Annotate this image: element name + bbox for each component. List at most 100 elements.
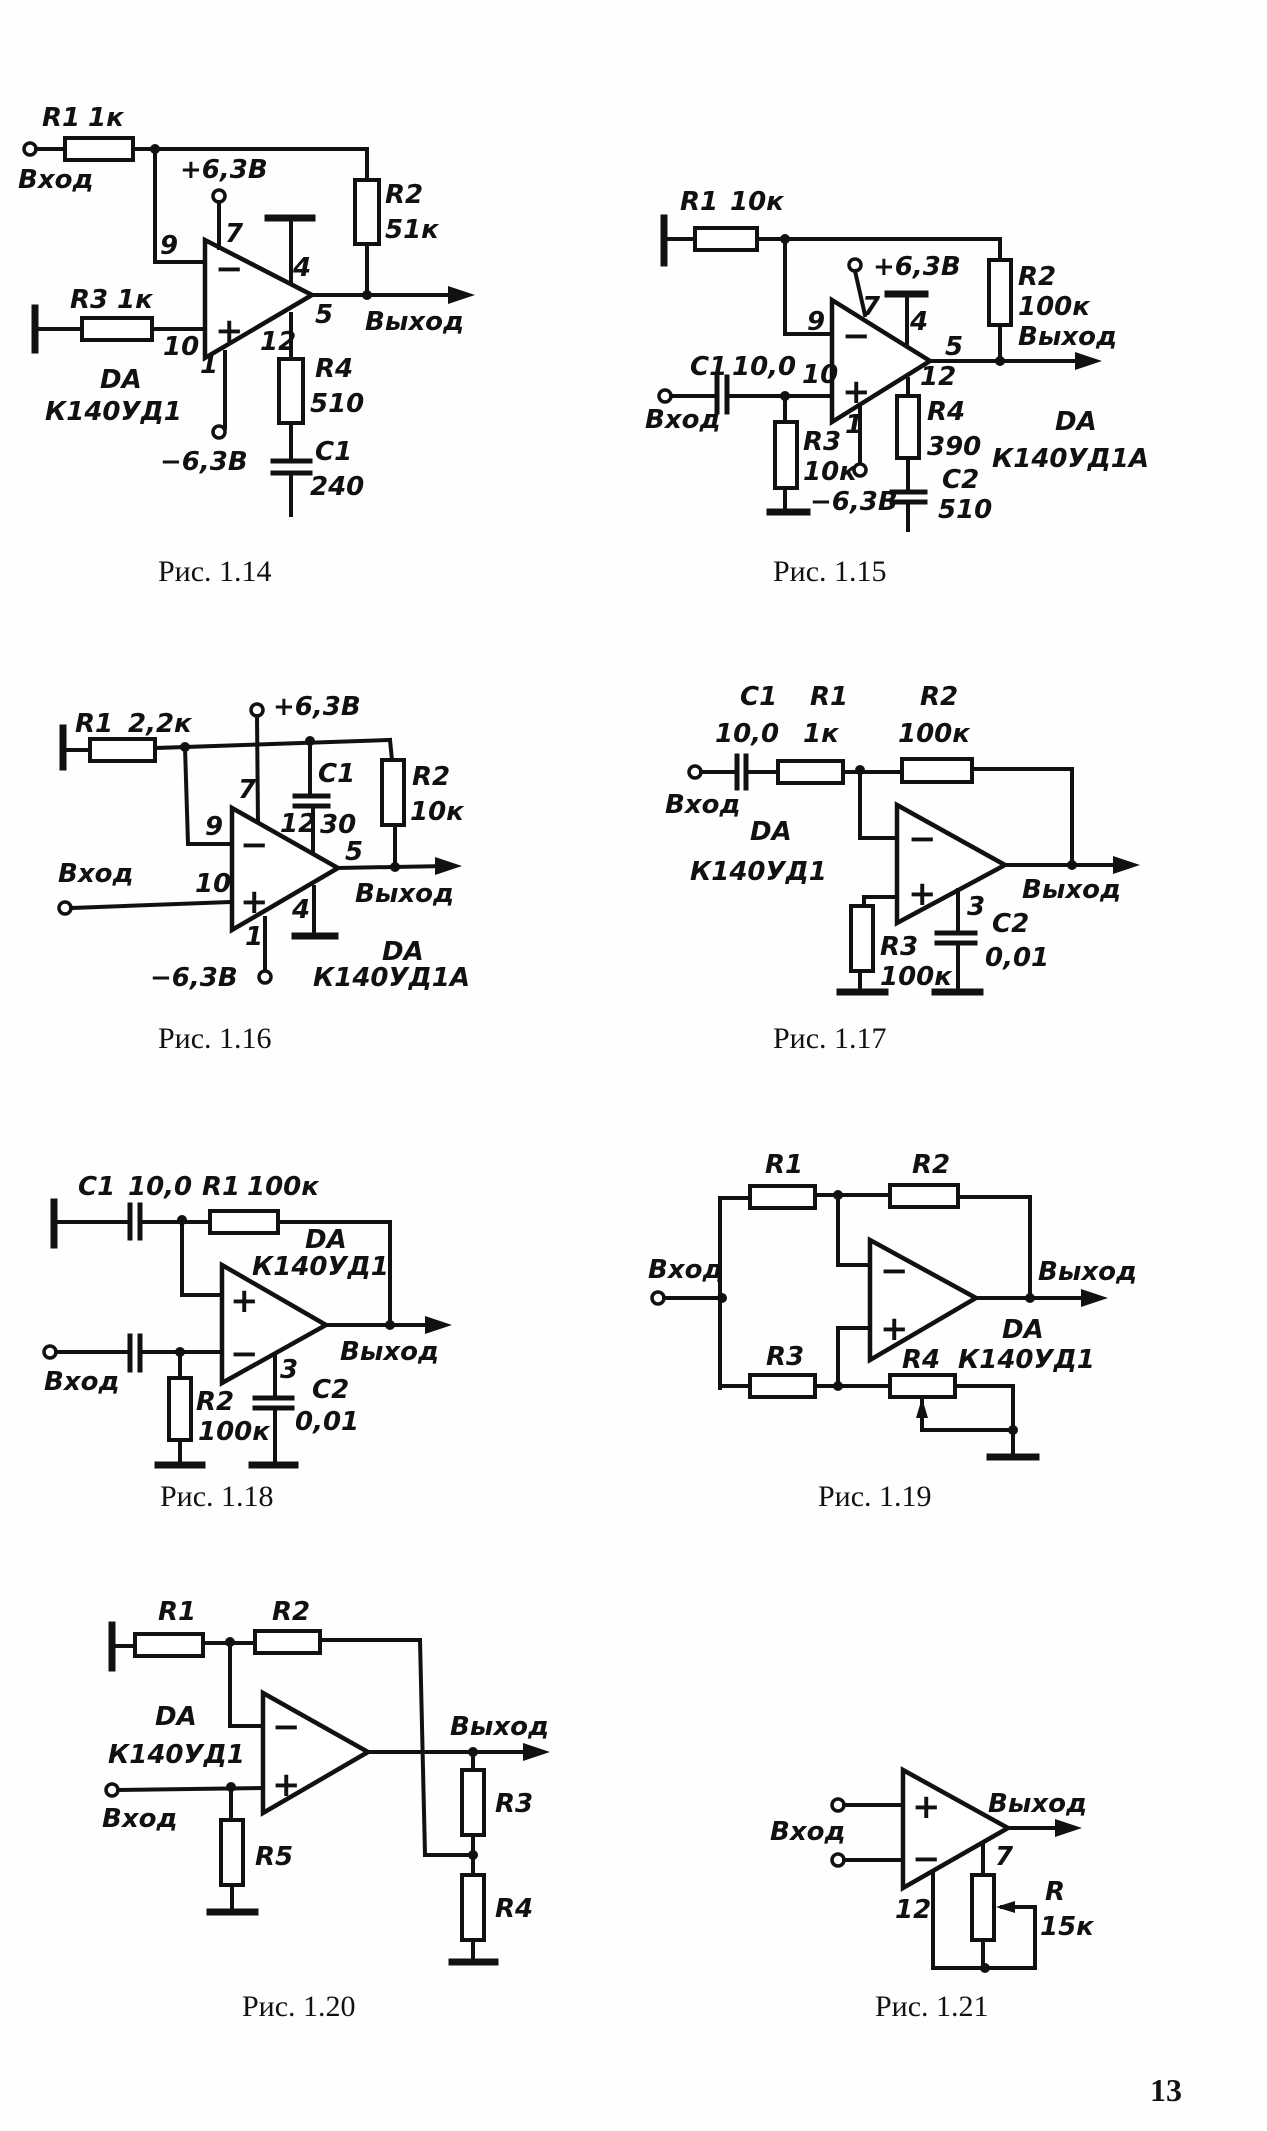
schematic-label: 100к [1018, 292, 1091, 322]
schematic-label: −6,3В [810, 487, 898, 517]
figure-caption-1-18: Рис. 1.18 [160, 1480, 274, 1513]
resistor [219, 1818, 245, 1887]
opamp-triangle [202, 236, 317, 362]
schematic-label: R4 [495, 1894, 533, 1924]
schematic-label: Выход [1022, 875, 1121, 905]
schematic-label: 2,2к [128, 709, 193, 739]
arrow-icon [425, 1316, 452, 1334]
resistor [460, 1768, 486, 1837]
schematic-label: −6,3В [150, 963, 238, 993]
schematic-label: 1к [803, 719, 840, 749]
resistor [253, 1629, 322, 1655]
schematic-label: + [912, 1787, 941, 1827]
schematic-label: Вход [665, 790, 740, 820]
schematic-label: К140УД1А [313, 963, 470, 993]
opamp-triangle [829, 295, 935, 427]
schematic-label: R2 [412, 762, 450, 792]
schematic-label: 0,01 [985, 943, 1049, 973]
output-arrow [448, 286, 475, 304]
resistor [888, 1183, 960, 1209]
supply-negative-label: −6,3В [160, 447, 248, 477]
schematic-label: R2 [920, 682, 958, 712]
schematic-label: − [215, 249, 244, 289]
schematic-label: − [272, 1707, 301, 1747]
schematic-label: 240 [310, 472, 364, 502]
schematic-label: 0,01 [295, 1407, 359, 1437]
resistor [460, 1873, 486, 1942]
opamp-triangle [867, 1236, 981, 1364]
figure-1-18-schematic: + − C1 10,0 R1 100к DA К140УД1 Выход Вхо… [42, 1172, 452, 1469]
schematic-label: 390 [927, 432, 981, 462]
input-label: Вход [18, 165, 93, 195]
schematic-label: 5 [945, 332, 963, 362]
schematic-label: Выход [355, 879, 454, 909]
schematic-label: R1 [75, 709, 113, 739]
schematic-label: 10 [195, 869, 231, 899]
schematic-label: 1к [117, 285, 154, 315]
schematic-label: Выход [450, 1712, 549, 1742]
schematic-label: − [240, 825, 269, 865]
figure-1-20-schematic: − + R1 R2 DA К140УД1 Вход Выход R3 R4 R5 [102, 1597, 550, 1966]
schematic-label: R [1045, 1877, 1065, 1907]
schematic-label: 7 [995, 1842, 1014, 1872]
schematic-label: + [215, 311, 244, 351]
schematic-label: 1 [200, 350, 218, 380]
wire [335, 863, 448, 871]
schematic-label: − [230, 1334, 259, 1374]
schematic-label: 12 [895, 1895, 931, 1925]
schematic-label: + [240, 882, 269, 922]
arrow-icon [916, 1398, 928, 1418]
schematic-label: − [880, 1251, 909, 1291]
resistor [888, 1373, 957, 1399]
schematic-label: R4 [927, 397, 965, 427]
opamp-triangle [229, 804, 343, 934]
figure-caption-1-21: Рис. 1.21 [875, 1990, 989, 2023]
resistor [773, 420, 799, 490]
figure-caption-1-17: Рис. 1.17 [773, 1022, 887, 1055]
page-number: 13 [1150, 2072, 1182, 2108]
resistor-r4 [277, 357, 305, 425]
schematic-label: R1 [765, 1150, 803, 1180]
schematic-label: 510 [310, 389, 364, 419]
schematic-label: − [842, 316, 871, 356]
resistor [776, 759, 845, 785]
schematic-label: 9 [205, 812, 223, 842]
schematic-label: 5 [345, 837, 363, 867]
opamp-triangle [894, 801, 1010, 927]
figure-1-16-schematic: − + R1 2,2к +6,3В C1 30 R2 10к 7 9 12 5 … [57, 692, 470, 993]
figure-caption-1-16: Рис. 1.16 [158, 1022, 272, 1055]
terminal [211, 424, 227, 440]
schematic-label: 100к [880, 962, 953, 992]
schematic-label: DA [100, 365, 142, 395]
resistor [208, 1209, 280, 1235]
schematic-label: 3 [967, 892, 985, 922]
schematic-label: R2 [272, 1597, 310, 1627]
figure-1-21-schematic: + − Выход Вход 7 12 R 15к [770, 1766, 1095, 1973]
resistor [380, 758, 406, 827]
figure-caption-1-19: Рис. 1.19 [818, 1480, 932, 1513]
schematic-label: 12 [280, 809, 316, 839]
figure-1-14-schematic: − + R1 1к Вход +6,3В R2 51к R3 1к 9 7 4 … [18, 103, 475, 517]
schematic-label: C1 [690, 352, 727, 382]
schematic-label: 10 [163, 332, 199, 362]
arrow-icon [1055, 1819, 1082, 1837]
resistor [167, 1376, 193, 1442]
opamp-triangle [900, 1766, 1013, 1892]
output-label: Выход [365, 307, 464, 337]
schematic-label: 4 [292, 253, 311, 283]
schematic-label: R2 [1018, 262, 1056, 292]
schematic-label: R1 [42, 103, 80, 133]
junction-node [1008, 1425, 1018, 1435]
schematic-label: 3 [280, 1355, 298, 1385]
schematic-label: R3 [766, 1342, 804, 1372]
figure-1-17-schematic: − + C1 10,0 R1 1к R2 100к Вход DA К140УД… [665, 682, 1140, 996]
schematic-label: Выход [1018, 322, 1117, 352]
schematic-label: Вход [102, 1804, 177, 1834]
schematic-label: + [908, 874, 937, 914]
schematic-label: R3 [495, 1789, 533, 1819]
figure-caption-1-20: Рис. 1.20 [242, 1990, 356, 2023]
schematic-label: Выход [988, 1789, 1087, 1819]
wire [254, 713, 261, 828]
schematic-label: 4 [291, 895, 310, 925]
resistor [748, 1184, 817, 1210]
